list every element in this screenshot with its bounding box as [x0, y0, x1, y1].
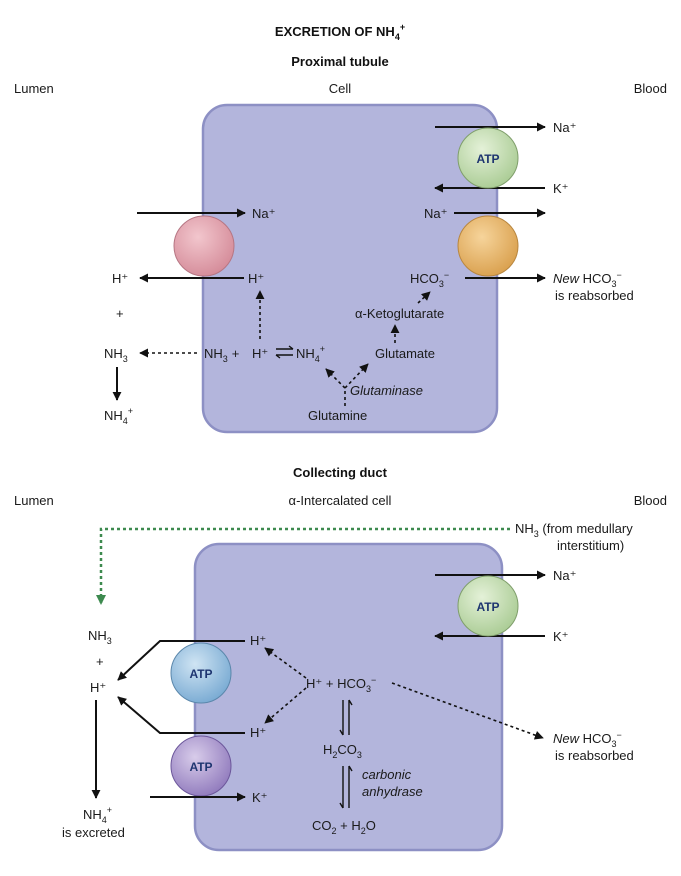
collecting-h-to-upper-dotted-arrow: [264, 647, 307, 679]
proximal-nh3-cell: NH3+: [204, 346, 239, 364]
collecting-nh3-medullary: NH3 (from medullary: [515, 521, 633, 539]
proximal-lumen-label: Lumen: [14, 81, 54, 96]
proximal-blood-label: Blood: [634, 81, 667, 96]
collecting-plus-lumen: +: [96, 654, 104, 669]
proximal-h-lumen: H⁺: [112, 271, 128, 286]
collecting-eq2-up: [348, 765, 353, 808]
collecting-basolateral-atp-label: ATP: [476, 600, 499, 614]
proximal-plus-lumen: +: [116, 306, 124, 321]
collecting-excreted: is excreted: [62, 825, 125, 840]
collecting-h-lumen: H⁺: [90, 680, 106, 695]
collecting-lumen-label: Lumen: [14, 493, 54, 508]
collecting-new-hco3: New HCO3−: [553, 730, 622, 749]
proximal-na-left: Na⁺: [252, 206, 275, 221]
collecting-hco3-out-dotted-arrow: [391, 682, 544, 740]
collecting-interstitium: interstitium): [557, 538, 624, 553]
collecting-cell-label: α-Intercalated cell: [289, 493, 392, 508]
collecting-anhydrase: anhydrase: [362, 784, 423, 799]
collecting-h-k-atpase-arrow: [117, 696, 245, 734]
collecting-k-right: K⁺: [553, 629, 569, 644]
collecting-nh4: NH4+: [83, 805, 112, 825]
collecting-basolateral-atp-pump: [457, 575, 519, 637]
collecting-nh3-medullary-dotted-arrow: [96, 527, 510, 605]
proximal-to-hco3-dotted-arrow: [417, 291, 431, 304]
proximal-nh4-cell: NH4+: [296, 344, 325, 364]
collecting-na: Na⁺: [553, 568, 576, 583]
proximal-glutaminase: Glutaminase: [350, 383, 423, 398]
collecting-eq1-down: [339, 700, 344, 736]
proximal-eq-forward: [276, 345, 294, 350]
collecting-h-plus-hco3: H⁺ + HCO3−: [306, 675, 376, 694]
collecting-blood-label: Blood: [634, 493, 667, 508]
proximal-cell-label: Cell: [329, 81, 352, 96]
proximal-nh4-lumen: NH4+: [104, 406, 133, 426]
proximal-glutamine: Glutamine: [308, 408, 367, 423]
proximal-h-cell: H⁺: [248, 271, 264, 286]
collecting-eq1-up: [348, 699, 353, 735]
collecting-eq2-down: [339, 766, 344, 809]
proximal-bicarb-cotransporter: [457, 215, 519, 277]
proximal-new-hco3: New HCO3−: [553, 270, 622, 289]
proximal-hco3: HCO3−: [410, 270, 449, 289]
proximal-nh3-lumen: NH3: [104, 346, 128, 364]
collecting-reabsorbed: is reabsorbed: [555, 748, 634, 763]
proximal-to-nh4-dotted-arrow: [325, 368, 346, 389]
proximal-reabsorbed: is reabsorbed: [555, 288, 634, 303]
collecting-k-left: K⁺: [252, 790, 268, 805]
collecting-heading: Collecting duct: [293, 465, 388, 480]
proximal-na-top: Na⁺: [553, 120, 576, 135]
proximal-na-mid: Na⁺: [424, 206, 447, 221]
collecting-co2-h2o: CO2 + H2O: [312, 818, 376, 836]
collecting-h-atpase-arrow: [117, 640, 245, 681]
collecting-h-to-lower-dotted-arrow: [264, 687, 307, 724]
proximal-atp-label: ATP: [476, 152, 499, 166]
collecting-h-k-atpase-label: ATP: [189, 760, 212, 774]
proximal-h-eq: H⁺: [252, 346, 268, 361]
proximal-heading: Proximal tubule: [291, 54, 389, 69]
collecting-h2co3: H2CO3: [323, 742, 362, 760]
proximal-glutamate: Glutamate: [375, 346, 435, 361]
diagram-title: EXCRETION OF NH4+: [275, 22, 405, 42]
proximal-atp-pump: [457, 127, 519, 189]
collecting-h-lower: H⁺: [250, 725, 266, 740]
collecting-h-upper: H⁺: [250, 633, 266, 648]
collecting-h-atpase-label: ATP: [189, 667, 212, 681]
proximal-na-h-exchanger: [173, 215, 235, 277]
collecting-carbonic: carbonic: [362, 767, 412, 782]
proximal-alpha-ketoglutarate: α-Ketoglutarate: [355, 306, 444, 321]
proximal-k-top: K⁺: [553, 181, 569, 196]
proximal-eq-backward: [275, 354, 293, 359]
collecting-nh3-lumen: NH3: [88, 628, 112, 646]
collecting-h-atpase: [170, 642, 232, 704]
